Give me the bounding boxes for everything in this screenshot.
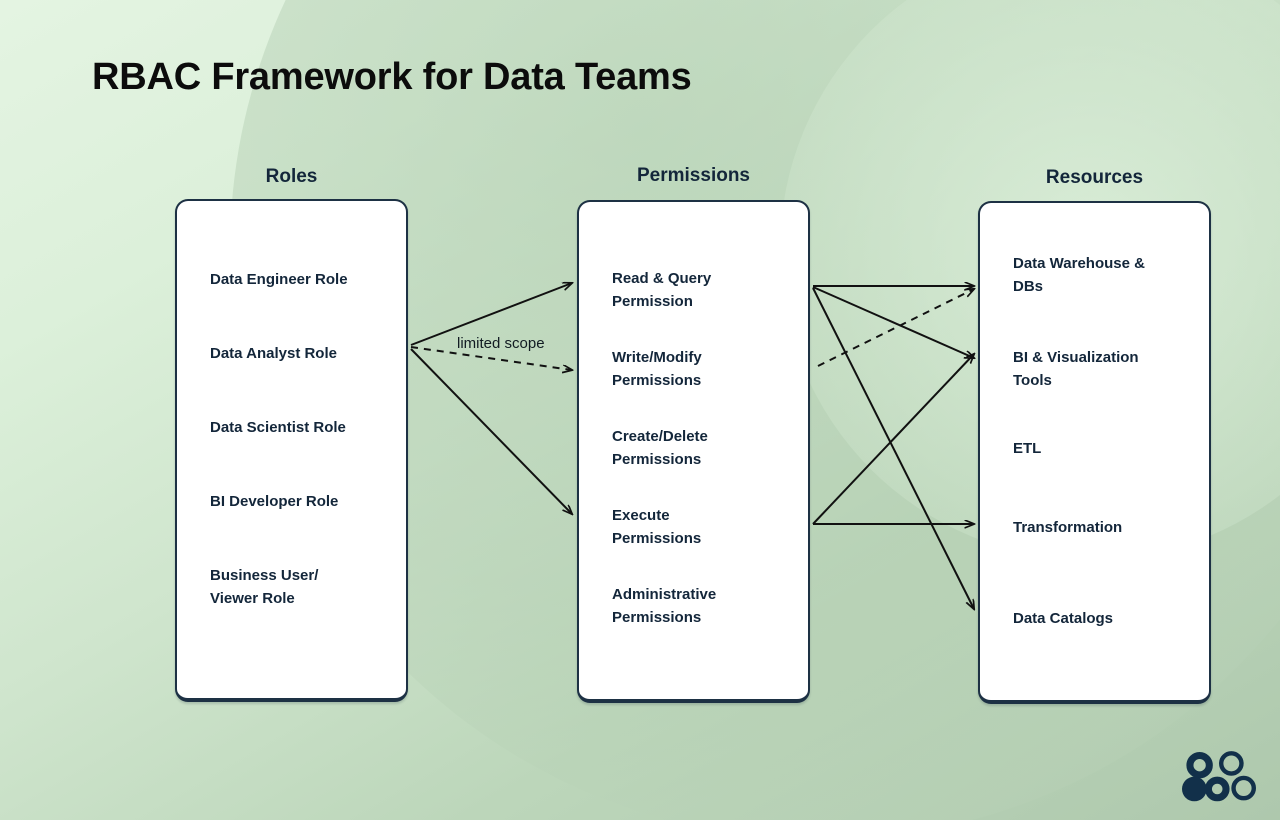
list-item: Transformation bbox=[1013, 519, 1123, 536]
connector-arrow-permissions-to-resources bbox=[812, 354, 974, 525]
logo-circle-filled bbox=[1182, 776, 1207, 802]
list-item: Data Catalogs bbox=[1013, 610, 1114, 627]
connector-arrow-permissions-to-resources bbox=[812, 286, 974, 358]
logo-circle-thin-ring bbox=[1231, 775, 1256, 801]
list-item: Data Warehouse &DBs bbox=[1013, 255, 1145, 295]
logo-circle-thick-ring bbox=[1204, 776, 1230, 802]
connector-label-limited-scope: limited scope bbox=[457, 335, 545, 352]
column-header-resources: Resources bbox=[1045, 167, 1144, 188]
logo-circle-thick-ring bbox=[1186, 751, 1213, 779]
connector-arrow-permissions-to-resources bbox=[817, 289, 974, 367]
list-item: BI Developer Role bbox=[210, 493, 339, 510]
connector-arrow-roles-to-permissions bbox=[410, 348, 572, 514]
column-header-permissions: Permissions bbox=[637, 165, 750, 186]
column-header-roles: Roles bbox=[265, 166, 318, 187]
panel-roles: Data Engineer Role Data Analyst Role Dat… bbox=[175, 199, 408, 702]
connector-arrow-permissions-to-resources bbox=[812, 287, 974, 609]
list-item: Data Engineer Role bbox=[210, 271, 348, 288]
list-item: Business User/Viewer Role bbox=[210, 567, 319, 607]
page-title: RBAC Framework for Data Teams bbox=[92, 56, 692, 98]
list-item: Data Analyst Role bbox=[210, 345, 337, 362]
list-item: ETL bbox=[1013, 440, 1042, 457]
logo-circle-thin-ring bbox=[1219, 751, 1244, 776]
list-item: Data Scientist Role bbox=[210, 419, 346, 436]
five-circles-logo bbox=[1182, 751, 1256, 802]
